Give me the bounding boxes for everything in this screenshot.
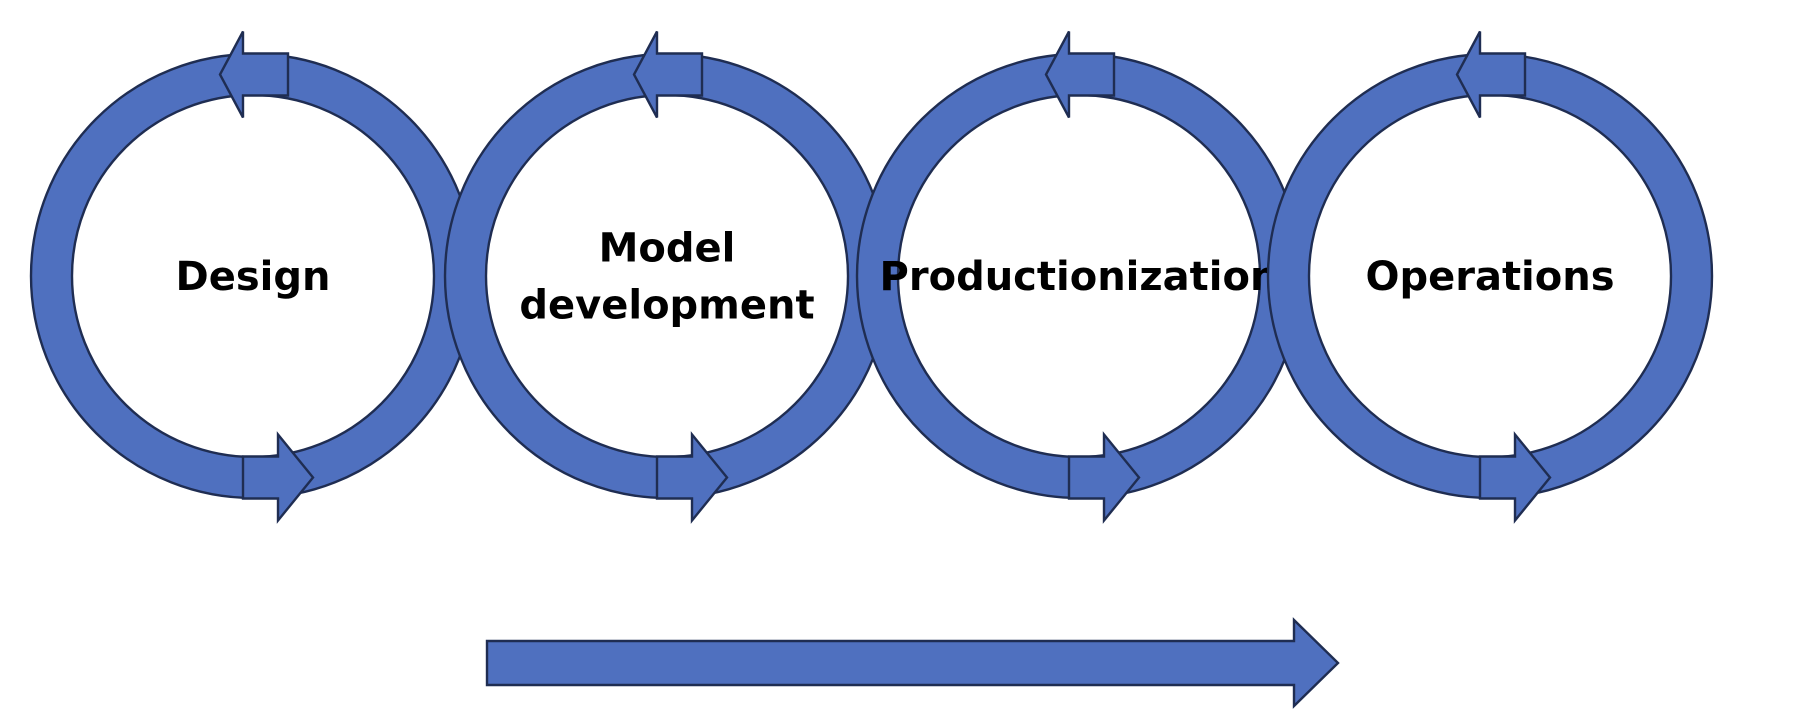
right-arrow-icon [1067, 431, 1141, 524]
stage-label: Model development [519, 226, 814, 329]
right-arrow-icon [485, 617, 1340, 709]
stage-label: Operations [1365, 254, 1614, 300]
stage-label: Design [176, 254, 331, 300]
stage-cycle-4: Operations [1266, 30, 1714, 524]
right-arrow-icon [655, 431, 729, 524]
progress-arrow-group [485, 617, 1340, 709]
stage-label-line: Productionization [880, 254, 1279, 300]
stage-label-line: development [519, 283, 814, 329]
stage-cycle-2: Model development [443, 30, 891, 524]
cycle-arrows-icon [855, 52, 1303, 500]
stage-label-line: Operations [1365, 254, 1614, 300]
stage-label-line: Model [599, 226, 736, 272]
left-arrow-icon [1044, 30, 1116, 119]
left-arrow-icon [218, 30, 290, 119]
stage-label: Productionization [880, 254, 1279, 300]
right-arrow-icon [241, 431, 315, 524]
stage-cycle-1: Design [29, 30, 477, 524]
stage-cycles: Design Model development Productionization O… [29, 30, 1714, 524]
stage-cycle-3: Productionization [855, 30, 1303, 524]
cycle-arrows-icon [1266, 52, 1714, 500]
cycle-arrows-icon [29, 52, 477, 500]
cycle-arrows-icon [443, 52, 891, 500]
stage-label-line: Design [176, 254, 331, 300]
left-arrow-icon [1455, 30, 1527, 119]
left-arrow-icon [632, 30, 704, 119]
right-arrow-icon [1478, 431, 1552, 524]
